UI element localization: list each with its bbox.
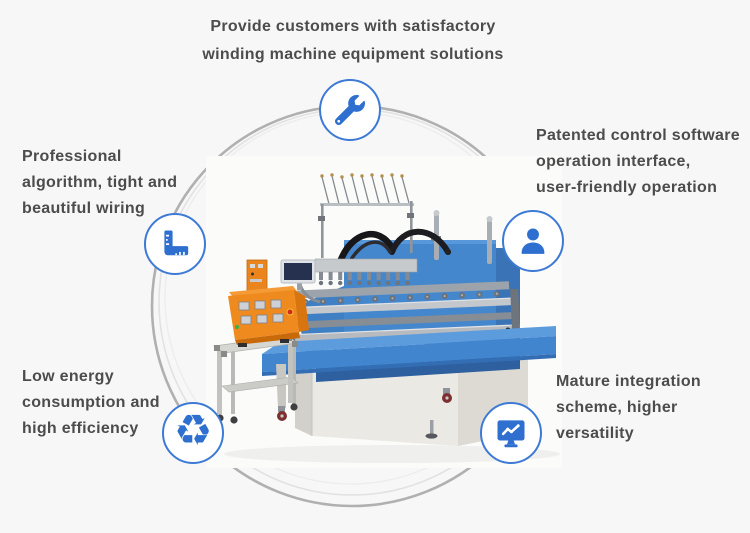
feature-line: Low energy	[22, 368, 114, 385]
feature-line: Mature integration	[556, 373, 701, 390]
feature-line: Professional	[22, 148, 122, 165]
feature-line: consumption and	[22, 394, 160, 411]
feature-line: versatility	[556, 425, 635, 442]
display-monitor	[280, 259, 321, 304]
feature-line: scheme, higher	[556, 399, 678, 416]
feature-line: Provide customers with satisfactory	[210, 18, 496, 35]
feature-line: beautiful wiring	[22, 200, 146, 217]
feature-line: algorithm, tight and	[22, 174, 178, 191]
ruler-square-icon	[144, 213, 206, 275]
feature-lower-right-text: Mature integration scheme, higher versat…	[556, 369, 701, 447]
wrench-icon	[319, 79, 381, 141]
feature-upper-right-text: Patented control software operation inte…	[536, 123, 740, 201]
feature-upper-left-text: Professional algorithm, tight and beauti…	[22, 144, 177, 222]
recycle-icon: ♻	[162, 402, 224, 464]
machine-body	[286, 173, 522, 359]
feature-line: high efficiency	[22, 420, 139, 437]
monitor-chart-icon	[480, 402, 542, 464]
user-icon	[502, 210, 564, 272]
feature-lower-left-text: Low energy consumption and high efficien…	[22, 364, 160, 442]
feature-line: Patented control software	[536, 127, 740, 144]
feature-line: user-friendly operation	[536, 179, 718, 196]
feature-top-text: Provide customers with satisfactory wind…	[103, 13, 603, 69]
machine-table	[262, 326, 556, 421]
feature-line: winding machine equipment solutions	[202, 46, 504, 63]
control-box	[228, 259, 309, 347]
feature-line: operation interface,	[536, 153, 691, 170]
